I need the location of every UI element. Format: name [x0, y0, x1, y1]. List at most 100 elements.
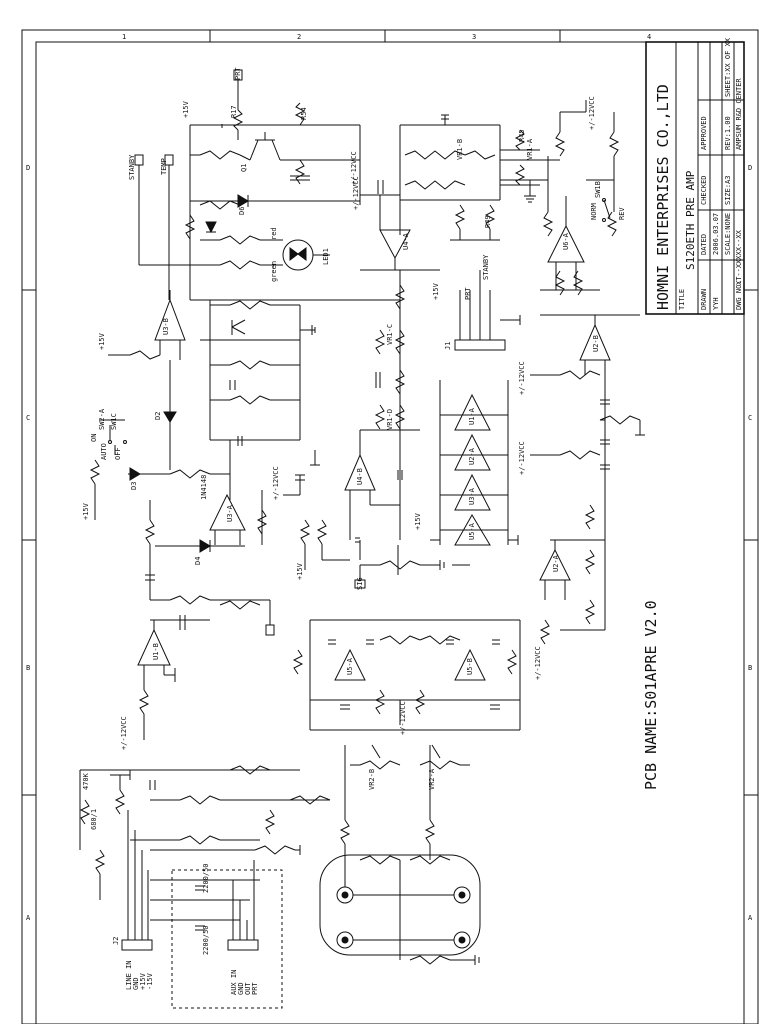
j2-pin-4: -15V: [146, 972, 154, 990]
plus15v-label-ml2: +15V: [82, 502, 90, 520]
connector-j1: J1 +15V PRT STANBY: [432, 254, 521, 351]
part-ref-d3: D3: [130, 482, 138, 490]
led-label: LED1: [322, 248, 330, 265]
temp-label: TEMP: [160, 158, 168, 175]
circuit-bottom-filter: +/-12VCC: [292, 619, 521, 845]
part-ref-r2: R49: [484, 215, 492, 228]
approved-label: APPROVED: [700, 116, 708, 150]
sheet-label: SHEET:XX OF XX: [724, 37, 732, 97]
opamp-u6a-symbol: [547, 224, 585, 263]
led-green-label: green: [270, 261, 278, 282]
scale-label: SCALE:NONE: [724, 213, 732, 255]
j3-pin-2: GND: [237, 982, 245, 995]
plus15v-label-grid: +15V: [414, 512, 422, 530]
row-b-right: B: [748, 664, 752, 672]
part-ref-vr1d: VR1-D: [386, 409, 394, 430]
part-ref-q1: Q1: [240, 164, 248, 172]
part-ref-r3: R54: [300, 107, 308, 120]
opamp-power-grid: +15V: [414, 380, 519, 566]
plus15v-label-j1: +15V: [432, 282, 440, 300]
vcc-label-u1b: +/-12VCC: [120, 716, 128, 750]
prt-label-j1: PRT: [464, 287, 472, 300]
part-ref-vr2a: VR2-A: [428, 768, 436, 790]
sig-label: SIG: [356, 577, 364, 590]
opamp-u2b-symbol: [579, 323, 611, 361]
part-val-680: 680/1: [90, 809, 98, 830]
row-b-left: B: [26, 664, 30, 672]
row-labels: D C B A D C B A: [26, 164, 753, 922]
row-d-right: D: [748, 164, 752, 172]
vcc-label-tr: +/-12VCC: [588, 96, 596, 130]
opamp-u4a-symbol: [379, 229, 411, 260]
row-c-left: C: [26, 414, 30, 422]
part-ref-vr1b: VR1-B: [456, 139, 464, 160]
vcc-label-tm: +/-12VCC: [352, 176, 360, 210]
opamp-u2a-symbol: [539, 548, 571, 581]
circuit-rca-jacks: [319, 844, 481, 965]
row-d-left: D: [26, 164, 30, 172]
column-1-label: 1: [122, 33, 126, 41]
auto-label: AUTO: [100, 443, 108, 460]
part-ref-u5b: U5-B: [466, 658, 474, 675]
off-label: OFF: [114, 447, 122, 460]
column-4-label: 4: [647, 33, 651, 41]
j1-label: J1: [444, 342, 452, 350]
prt-label-top: PRT: [234, 67, 242, 80]
opamp-u3b-symbol: [154, 298, 186, 341]
sw1b-label: SW1B: [594, 181, 602, 198]
vcc-label-r1: +/-12VCC: [518, 361, 526, 395]
row-c-right: C: [748, 414, 752, 422]
part-val-470k: 470K: [82, 772, 90, 790]
part-ref-u4b: U4-B: [356, 468, 364, 485]
row-a-right: A: [748, 914, 753, 922]
plus15v-label-ml: +15V: [98, 332, 106, 350]
part-ref-u3b: U3-B: [162, 318, 170, 335]
dwg-number: XT--XXXXX--XX: [735, 229, 743, 285]
vcc-label-bm: +/-12VCC: [399, 701, 407, 735]
dwg-label: DWG NO:: [735, 280, 743, 310]
part-ref-grid1: U1-A: [468, 407, 476, 425]
rev-label: REV:1.00: [724, 116, 732, 150]
part-ref-u5a: U5-A: [346, 657, 354, 675]
drawn-label: DRAWN: [700, 289, 708, 310]
plus15v-label-m: +15V: [296, 562, 304, 580]
circuit-top-left: STANBY TEMP PRT +15V +/-12VCC: [128, 67, 361, 300]
part-ref-u6a: U6-A: [562, 232, 570, 250]
drawing-title: S120ETH PRE AMP: [684, 170, 697, 270]
company-name: HOMNI ENTERPRISES CO.,LTD: [654, 84, 672, 310]
part-ref-vr1a: VR1-A: [526, 138, 534, 160]
part-ref-u4a: U4-A: [402, 232, 410, 250]
drawn-by: YYH: [712, 297, 720, 310]
connector-j3: [227, 939, 259, 951]
column-2-label: 2: [297, 33, 301, 41]
part-ref-u2a: U2-A: [552, 554, 560, 572]
sw2a-label: SW2-A: [98, 408, 106, 430]
j3-pin-labels: AUX IN GND OUT PRT: [230, 970, 259, 995]
vcc-label-r3: +/-12VCC: [534, 646, 542, 680]
circuit-top-middle: +/-12VCC: [352, 114, 540, 271]
opamp-u3a-symbol: [209, 493, 246, 531]
part-ref-u1b: U1-B: [152, 643, 160, 660]
dated-label: DATED: [700, 234, 708, 255]
outer-border: [21, 29, 759, 1024]
inner-border: [35, 41, 745, 1024]
dashed-power-box: [171, 869, 283, 1009]
part-ref-r4: R17: [230, 105, 238, 118]
part-ref-u3a: U3-A: [226, 504, 234, 522]
column-3-label: 3: [472, 33, 476, 41]
pcb-name: PCB NAME:S01APRE V2.0: [642, 600, 660, 790]
led-red-label: red: [270, 227, 278, 240]
part-labels: R45 R49 R54 R17 Q1 D6 D2 D3 D4 U4-A U3-B…: [82, 105, 600, 830]
cap-value-2: 2200/50: [202, 925, 210, 955]
standby-label-j1: STANBY: [482, 254, 490, 280]
j2-pin-1: LINE IN: [125, 960, 133, 990]
led1-symbol: [282, 239, 314, 271]
circuit-u1b: +/-12VCC: [120, 620, 176, 750]
connector-j2: [121, 939, 153, 951]
norm-label: NORM: [590, 203, 598, 220]
j3-pin-4: PRT: [251, 982, 259, 995]
circuit-middle-left: +15V SW2-A SW1C ON AUTO OFF: [82, 290, 320, 520]
plus15v-label-top: +15V: [182, 100, 190, 118]
sw1c-label: SW1C: [110, 413, 118, 430]
